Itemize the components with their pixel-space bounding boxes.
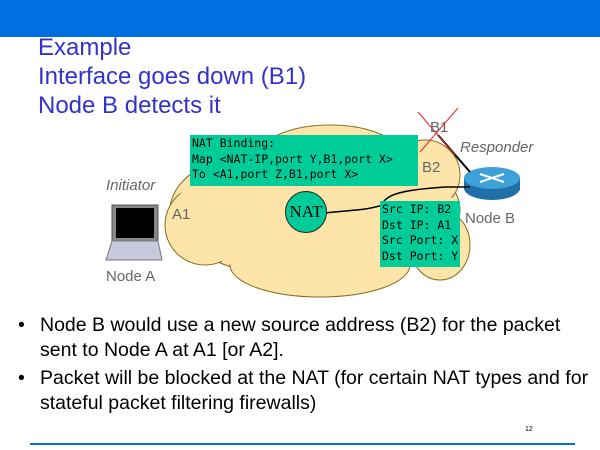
- title-line: Node B detects it: [38, 92, 221, 119]
- router-icon: [464, 167, 520, 200]
- packet-box: Src IP: B2 Dst IP: A1 Src Port: X Dst Po…: [380, 201, 460, 267]
- node-b-label: Node B: [465, 210, 516, 227]
- bullet-list: • Node B would use a new source address (…: [18, 313, 598, 419]
- title-line: Example: [38, 34, 132, 61]
- bullet-icon: •: [18, 367, 25, 389]
- title-line: Interface goes down (B1): [38, 63, 307, 90]
- page-number: 12: [525, 426, 533, 433]
- header-bar: [0, 0, 600, 37]
- node-a-label: Node A: [106, 268, 156, 285]
- laptop-icon: [105, 204, 163, 261]
- b2-label: B2: [422, 159, 441, 176]
- slide-title: Example Interface goes down (B1) Node B …: [38, 33, 306, 120]
- cross-icon: [417, 107, 459, 156]
- responder-label: Responder: [460, 139, 534, 156]
- bullet-text: Node B would use a new source address (B…: [40, 314, 561, 361]
- bullet-icon: •: [18, 314, 25, 336]
- a1-label: A1: [172, 206, 191, 223]
- bullet-text: Packet will be blocked at the NAT (for c…: [40, 367, 589, 414]
- footer-line: [30, 443, 575, 445]
- nat-node: NAT: [285, 191, 327, 233]
- bullet-item: • Node B would use a new source address (…: [18, 313, 598, 363]
- bullet-item: • Packet will be blocked at the NAT (for …: [18, 366, 598, 416]
- b1-label: B1: [430, 119, 449, 136]
- initiator-label: Initiator: [106, 177, 156, 194]
- nat-binding-box: NAT Binding: Map <NAT-IP,port Y,B1,port …: [190, 135, 418, 186]
